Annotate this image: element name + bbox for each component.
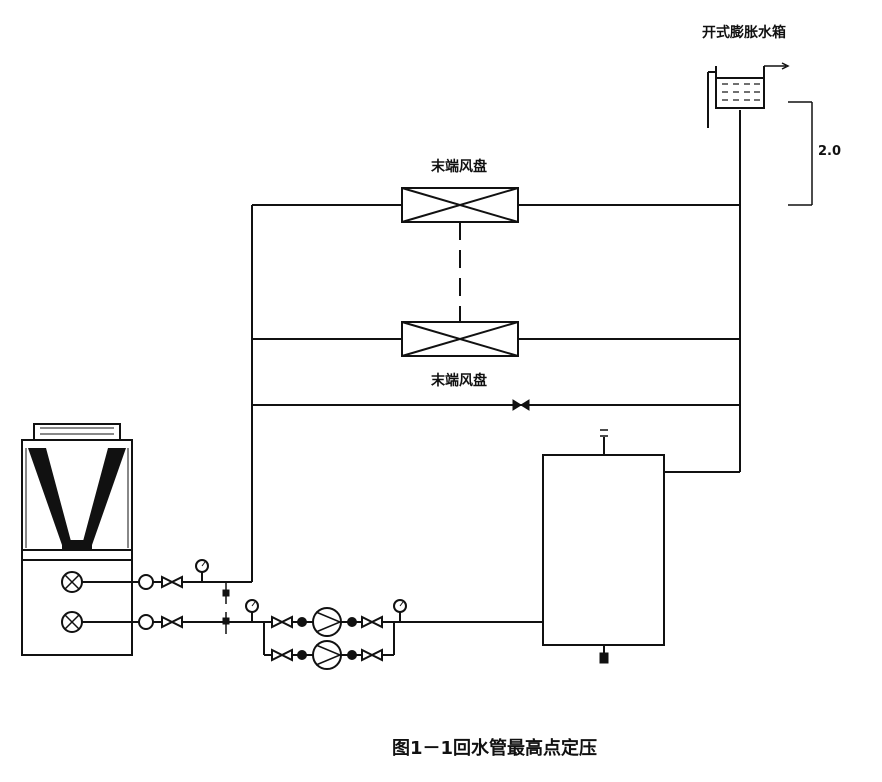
flex-joint-return bbox=[138, 614, 154, 630]
pump-2-valves bbox=[271, 648, 383, 662]
fan-coil-unit-bottom bbox=[401, 321, 519, 357]
buffer-tank bbox=[542, 454, 665, 646]
fan-coil-top-label: 末端风盘 bbox=[431, 159, 487, 175]
pump-1-valves bbox=[271, 615, 383, 629]
thermometer-supply bbox=[222, 582, 230, 604]
figure-caption: 图1－1回水管最高点定压 bbox=[392, 738, 598, 759]
tank-vent bbox=[600, 429, 608, 455]
bypass-valve bbox=[512, 399, 530, 411]
height-dimension bbox=[788, 101, 813, 206]
chiller-unit bbox=[21, 423, 133, 656]
fan-coil-unit-top bbox=[401, 187, 519, 223]
gate-valve-return bbox=[161, 615, 183, 629]
pressure-gauge-supply bbox=[195, 559, 209, 582]
height-dimension-label: 2.0 bbox=[818, 144, 842, 159]
thermometer-return bbox=[222, 612, 230, 634]
gate-valve-supply bbox=[161, 575, 183, 589]
pressure-gauge-pump-inlet bbox=[245, 599, 259, 622]
pump-1 bbox=[312, 607, 342, 637]
expansion-tank-label: 开式膨胀水箱 bbox=[702, 25, 786, 41]
pump-2 bbox=[312, 640, 342, 670]
pressure-gauge-pump-outlet bbox=[393, 599, 407, 622]
expansion-tank bbox=[707, 62, 790, 128]
fan-coil-bottom-label: 末端风盘 bbox=[431, 373, 487, 389]
flex-joint-supply bbox=[138, 574, 154, 590]
tank-drain bbox=[599, 645, 609, 664]
